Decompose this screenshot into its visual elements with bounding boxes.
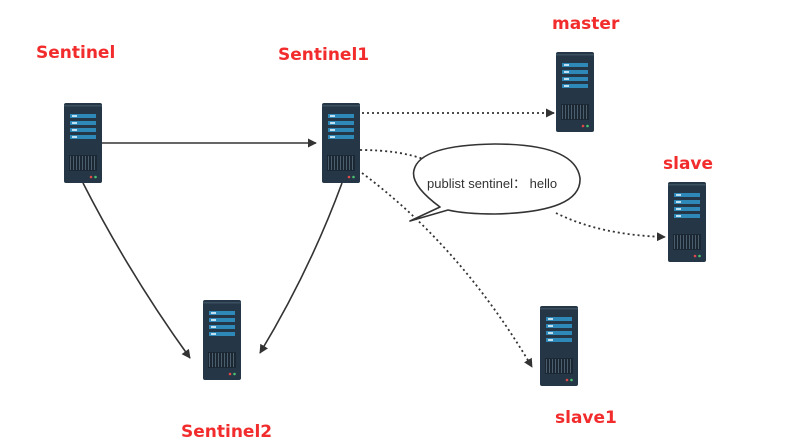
server-icon-sentinel1: [322, 103, 360, 183]
label-sentinel: Sentinel: [36, 43, 116, 63]
server-icon-master: [556, 52, 594, 132]
label-master: master: [552, 14, 620, 34]
label-slave1: slave1: [555, 408, 617, 428]
server-icon-sentinel2: [203, 300, 241, 380]
arrow-sentinel-to-sentinel2: [82, 182, 191, 359]
bubble-text: publist sentinel： hello: [427, 176, 557, 191]
label-slave: slave: [663, 154, 714, 174]
message-bubble: publist sentinel： hello: [409, 143, 581, 222]
dotted-arrow-bubble-to-slave: [555, 212, 666, 242]
server-icon-slave1: [540, 306, 578, 386]
label-sentinel1: Sentinel1: [278, 45, 370, 65]
dotted-arrow-sentinel1-to-bubble: [359, 149, 427, 161]
arrow-sentinel1-to-sentinel2: [259, 182, 343, 354]
server-icon-sentinel: [64, 103, 102, 183]
server-icon-slave: [668, 182, 706, 262]
